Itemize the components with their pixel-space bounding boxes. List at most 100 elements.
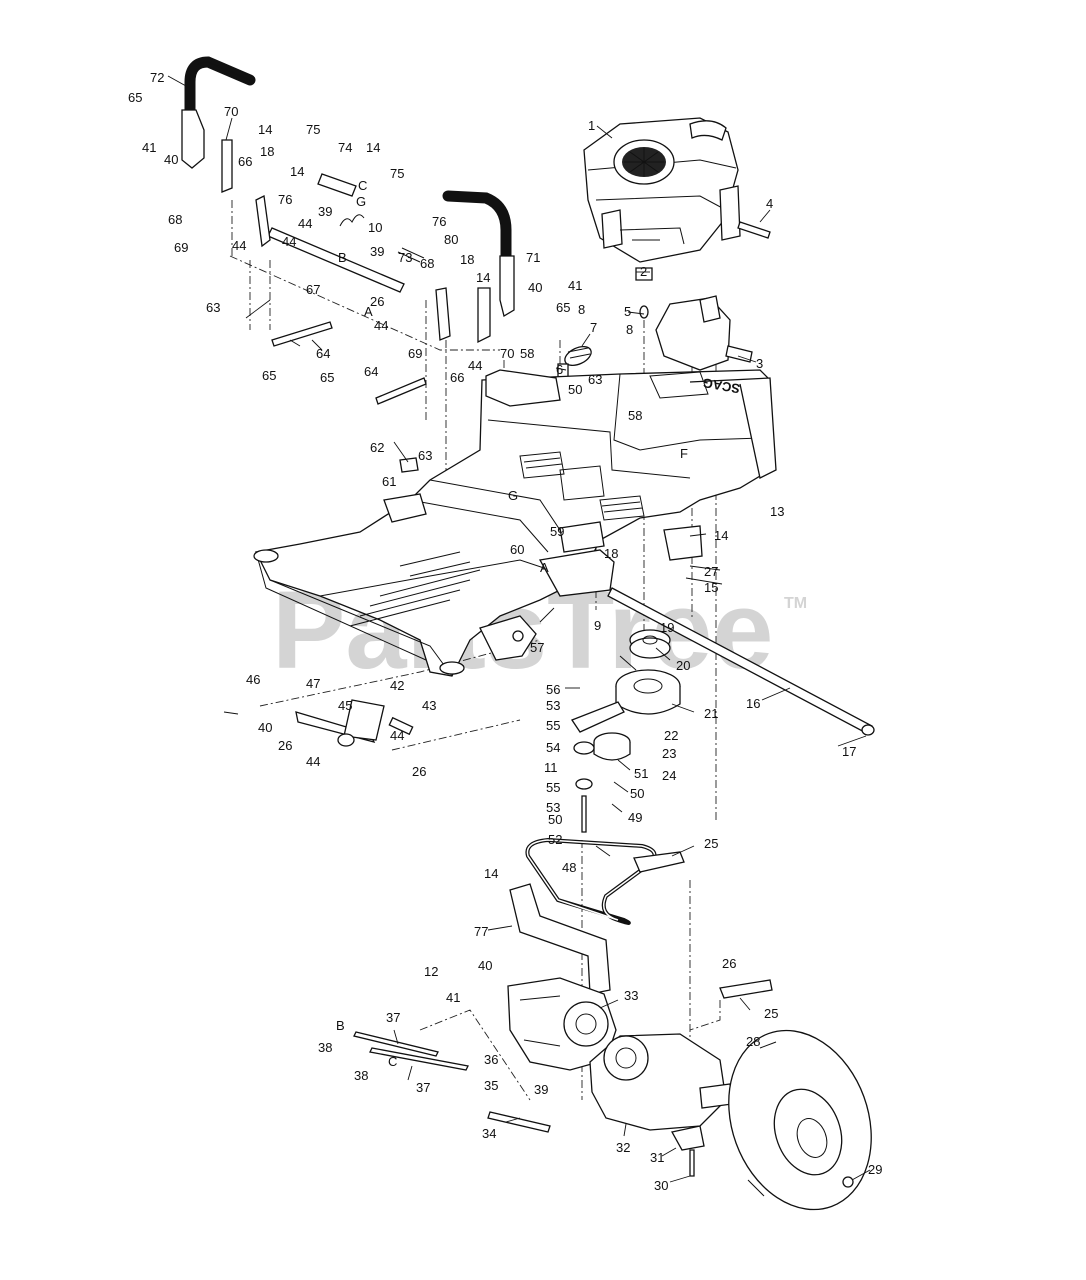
- watermark-trademark: TM: [784, 595, 807, 612]
- callout-labels: 1 2 3 4 5 6 7 8 8 9 10 11 12 13 14 14 14…: [128, 70, 882, 1193]
- callout-label: 57: [530, 640, 544, 655]
- callout-label: 53: [546, 698, 560, 713]
- callout-label: 58: [628, 408, 642, 423]
- callout-label: 15: [704, 580, 718, 595]
- callout-label: 51: [634, 766, 648, 781]
- callout-label: 63: [588, 372, 602, 387]
- drive-belt: [525, 837, 657, 925]
- callout-label: 40: [164, 152, 178, 167]
- callout-label: 41: [568, 278, 582, 293]
- callout-label: 2: [640, 264, 647, 279]
- callout-label: 41: [142, 140, 156, 155]
- callout-label: 77: [474, 924, 488, 939]
- callout-label: B: [338, 250, 347, 265]
- callout-label: 69: [408, 346, 422, 361]
- callout-label: 24: [662, 768, 676, 783]
- axle-mount: [671, 1125, 705, 1177]
- right-transaxle: [589, 1033, 733, 1131]
- callout-label: 76: [278, 192, 292, 207]
- callout-label: 37: [386, 1010, 400, 1025]
- callout-label: 49: [628, 810, 642, 825]
- callout-label: 44: [232, 238, 246, 253]
- control-shafts: [255, 173, 451, 736]
- callout-label: 44: [374, 318, 388, 333]
- callout-label: 44: [282, 234, 296, 249]
- callout-label: 39: [534, 1082, 548, 1097]
- left-transaxle: [507, 977, 617, 1071]
- callout-label: 18: [604, 546, 618, 561]
- callout-label: 64: [364, 364, 378, 379]
- callout-label: 40: [478, 958, 492, 973]
- callout-label: 70: [500, 346, 514, 361]
- callout-label: 25: [704, 836, 718, 851]
- callout-label: 32: [616, 1140, 630, 1155]
- callout-label: 75: [306, 122, 320, 137]
- callout-label: 14: [714, 528, 728, 543]
- callout-label: 58: [520, 346, 534, 361]
- callout-label: 80: [444, 232, 458, 247]
- fuel-filter: [557, 345, 592, 381]
- callout-label: 28: [746, 1034, 760, 1049]
- callout-label: 1: [588, 118, 595, 133]
- callout-label: 9: [594, 618, 601, 633]
- callout-label: G: [508, 488, 518, 503]
- callout-label: 55: [546, 780, 560, 795]
- callout-label: 73: [398, 250, 412, 265]
- lower-pulley: [593, 732, 631, 761]
- callout-label: 22: [664, 728, 678, 743]
- engine-fittings: [635, 221, 771, 319]
- callout-label: 70: [224, 104, 238, 119]
- callout-label: 8: [578, 302, 585, 317]
- callout-label: 13: [770, 504, 784, 519]
- callout-label: 48: [562, 860, 576, 875]
- callout-label: 61: [382, 474, 396, 489]
- main-frame: [253, 369, 777, 677]
- callout-label: 46: [246, 672, 260, 687]
- callout-label: 40: [528, 280, 542, 295]
- callout-label: 20: [676, 658, 690, 673]
- callout-label: G: [356, 194, 366, 209]
- callout-label: 29: [868, 1162, 882, 1177]
- callout-label: B: [336, 1018, 345, 1033]
- callout-label: C: [358, 178, 367, 193]
- callout-label: 31: [650, 1150, 664, 1165]
- callout-label: 14: [484, 866, 498, 881]
- callout-label: 8: [626, 322, 633, 337]
- callout-label: 18: [460, 252, 474, 267]
- callout-label: 11: [544, 760, 558, 775]
- callout-label: 44: [298, 216, 312, 231]
- callout-label: 54: [546, 740, 560, 755]
- callout-label: 17: [842, 744, 856, 759]
- callout-label: 21: [704, 706, 718, 721]
- callout-label: 60: [510, 542, 524, 557]
- callout-label: 63: [206, 300, 220, 315]
- lower-control-lever: [295, 699, 385, 747]
- callout-label: 44: [390, 728, 404, 743]
- callout-label: 65: [128, 90, 142, 105]
- idler-pulley: [629, 629, 671, 659]
- callout-label: 71: [526, 250, 540, 265]
- idler-arm: [571, 701, 625, 833]
- brand-decal-text: SCAG: [702, 375, 742, 396]
- callout-label: 35: [484, 1078, 498, 1093]
- callout-label: 41: [446, 990, 460, 1005]
- callout-label: 38: [318, 1040, 332, 1055]
- callout-label: 56: [546, 682, 560, 697]
- left-control-handle: [181, 56, 256, 193]
- callout-label: F: [680, 446, 688, 461]
- callout-label: 45: [338, 698, 352, 713]
- callout-label: 26: [370, 294, 384, 309]
- callout-label: 39: [318, 204, 332, 219]
- callout-label: 44: [468, 358, 482, 373]
- callout-label: 18: [260, 144, 274, 159]
- callout-label: 27: [704, 564, 718, 579]
- callout-label: 26: [722, 956, 736, 971]
- callout-label: 34: [482, 1126, 496, 1141]
- callout-label: 26: [278, 738, 292, 753]
- callout-label: 4: [766, 196, 773, 211]
- callout-label: 74: [338, 140, 352, 155]
- callout-label: 23: [662, 746, 676, 761]
- callout-label: C: [388, 1054, 397, 1069]
